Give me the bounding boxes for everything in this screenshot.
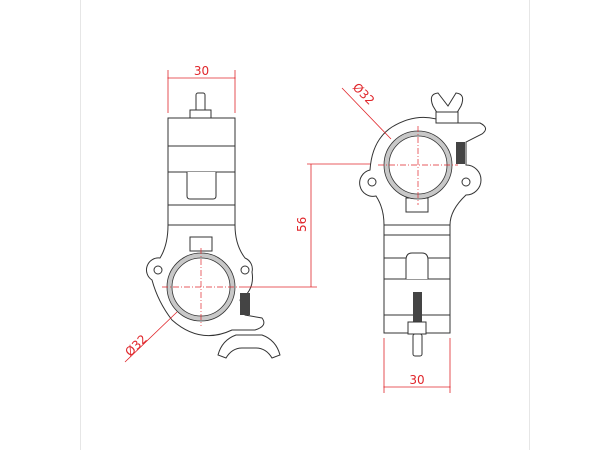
threaded-bolt [240, 293, 250, 315]
left-clamp-view: 30 Ø32 [122, 64, 281, 363]
hinge-pin-right [240, 265, 250, 275]
clamp-block [405, 197, 429, 213]
hinge-pin-left [367, 177, 377, 187]
left-width-dimension: 30 [194, 64, 209, 78]
distance-label: 56 [295, 217, 309, 232]
wing-nut [430, 92, 464, 117]
top-nut [189, 109, 212, 119]
bottom-nut [407, 321, 427, 335]
wing-nut [217, 334, 281, 359]
right-diameter-dimension: Ø32 [350, 80, 377, 107]
slot [405, 252, 429, 279]
top-block [167, 117, 236, 173]
threaded-bolt [413, 292, 422, 322]
center-distance-dimension: 56 [240, 163, 372, 288]
hinge-pin-right [461, 177, 471, 187]
threaded-bolt [456, 142, 465, 164]
right-width-dimension: 30 [409, 373, 424, 387]
nut [435, 111, 459, 124]
right-clamp-view: 30 Ø32 [341, 80, 486, 393]
hinge-pin-left [153, 265, 163, 275]
slot [186, 172, 217, 200]
bottom-bolt [412, 333, 423, 357]
left-diameter-dimension: Ø32 [122, 332, 150, 359]
